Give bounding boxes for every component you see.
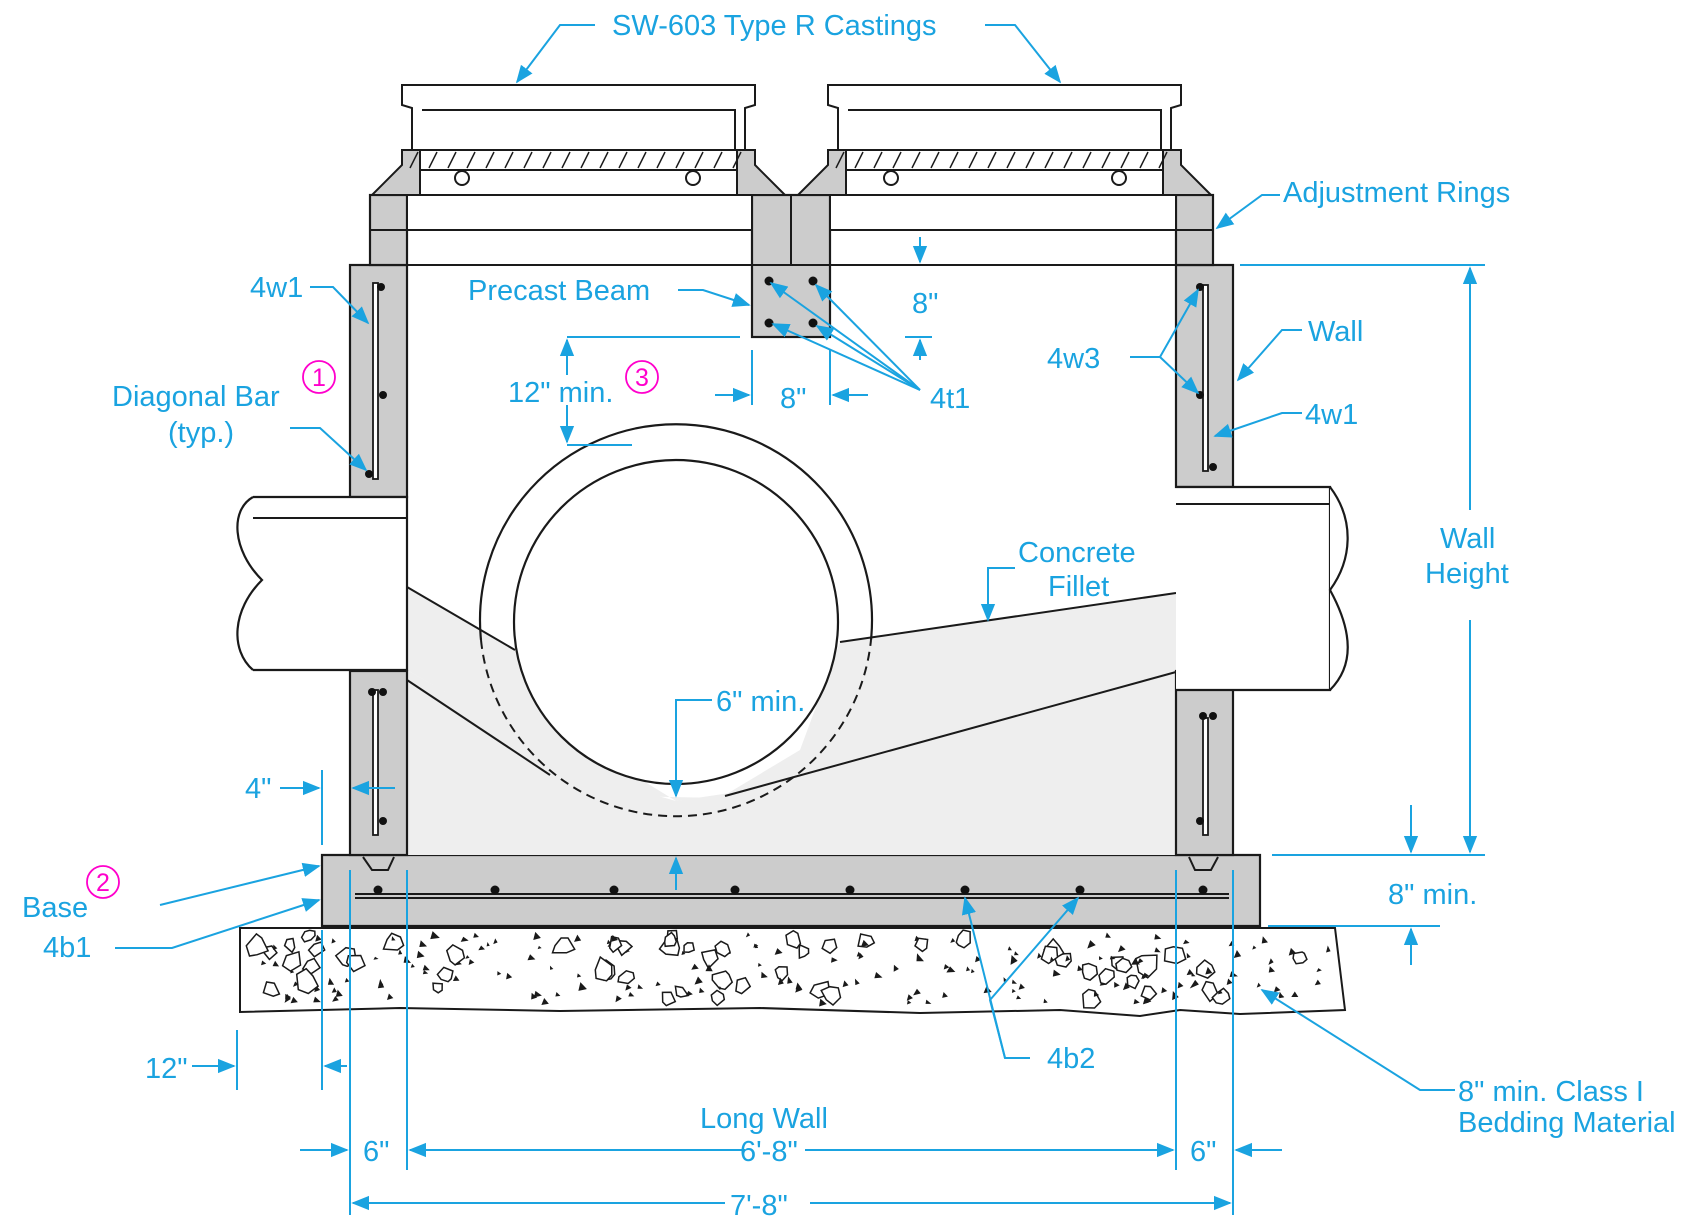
pipe-left [236,495,409,672]
six-min-dim-label: 6" min. [716,686,805,718]
svg-text:1: 1 [312,364,326,392]
rebar-4b2-label: 4b2 [1047,1043,1095,1075]
rebar-4w1-left-label: 4w1 [250,272,303,304]
concrete-fillet [406,586,1177,855]
left-wall [348,263,409,857]
wall-height-label-2: Height [1425,558,1509,590]
rebar-4w3-label: 4w3 [1047,343,1100,375]
right-wall-thickness-dim-label: 6" [1190,1136,1216,1168]
beam-height-dim-label: 8" [912,288,938,320]
svg-text:3: 3 [635,364,649,392]
interior-width-dim-label: 6'-8" [740,1136,798,1168]
rebar-4b1-label: 4b1 [43,932,91,964]
annotation-linework [115,24,1485,1215]
casting-left [369,84,788,196]
wall-label: Wall [1308,316,1363,348]
base-thickness-dim-label: 8" min. [1388,879,1477,911]
long-wall-label: Long Wall [700,1103,828,1135]
twelve-inch-dim-label: 12" [145,1053,188,1085]
beam-width-dim-label: 8" [780,383,806,415]
left-wall-thickness-dim-label: 6" [363,1136,389,1168]
base-slab [320,853,1262,928]
diagonal-bar-typ-label: (typ.) [168,417,234,449]
wall-height-label: Wall [1440,523,1495,555]
overall-width-dim-label: 7'-8" [730,1190,788,1222]
concrete-fillet-label-2: Fillet [1048,571,1109,603]
pipe-center [478,423,874,818]
adjustment-rings [368,193,1215,267]
bedding-material-label-2: Bedding Material [1458,1107,1676,1139]
four-inch-dim-label: 4" [245,773,271,805]
rebar-4t1-label: 4t1 [930,383,970,415]
castings-label: SW-603 Type R Castings [612,10,937,42]
concrete-fillet-label: Concrete [1018,537,1136,569]
twelve-min-dim-label: 12" min. [508,377,613,409]
diagonal-bar-label: Diagonal Bar [112,381,280,413]
bedding-material-label: 8" min. Class I [1458,1076,1644,1108]
svg-text:2: 2 [96,869,110,897]
bedding-aggregate [245,929,1331,1009]
note-marker-2: 2 [86,865,120,899]
base-rebar-4b2 [373,885,1208,895]
pipe-right [1176,485,1349,692]
precast-beam [750,193,832,339]
base-label: Base [22,892,88,924]
precast-beam-label: Precast Beam [468,275,650,307]
bedding-material [239,927,1347,1018]
rebar-4w1-right-label: 4w1 [1305,399,1358,431]
note-marker-1: 1 [302,360,336,394]
note-marker-3: 3 [625,360,659,394]
casting-right [795,84,1214,196]
adjustment-rings-label: Adjustment Rings [1283,177,1510,209]
